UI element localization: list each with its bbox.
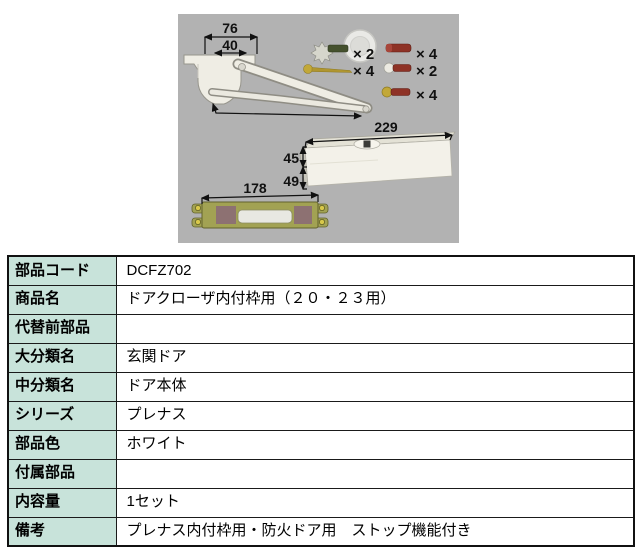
spec-value: ドアクローザ内付枠用（２０・２３用）	[115, 284, 635, 315]
spec-value: ホワイト	[115, 429, 635, 460]
dim-label-40: 40	[222, 37, 238, 53]
closer-body	[299, 131, 456, 188]
spec-label: 部品色	[7, 429, 117, 460]
long-gold-screw-icon	[303, 64, 353, 74]
spec-value: 1セット	[115, 487, 635, 518]
spec-value: ドア本体	[115, 371, 635, 402]
spec-value: プレナス内付枠用・防火ドア用 ストップ機能付き	[115, 516, 635, 547]
spec-row: シリーズプレナス	[7, 400, 635, 431]
spec-row: 部品色ホワイト	[7, 429, 635, 460]
spec-label: 備考	[7, 516, 117, 547]
dim-label-178: 178	[243, 180, 267, 196]
fastener-count: × 4	[353, 63, 375, 80]
spec-label: 内容量	[7, 487, 117, 518]
dimension-arm-bracket: 76 40	[203, 20, 259, 57]
product-photo: 76 40 × 2 × 4 × 4	[178, 14, 459, 243]
spec-row: 備考プレナス内付枠用・防火ドア用 ストップ機能付き	[7, 516, 635, 547]
dim-label-76: 76	[222, 20, 238, 36]
dimension-closer-body: 229 45 49	[283, 119, 454, 191]
spec-value: DCFZ702	[115, 255, 635, 286]
spec-row: 付属部品	[7, 458, 635, 489]
spec-value: プレナス	[115, 400, 635, 431]
spec-label: 部品コード	[7, 255, 117, 286]
fastener-count: × 2	[353, 46, 374, 63]
dim-label-229: 229	[374, 119, 398, 135]
dimension-mounting-plate: 178	[200, 180, 320, 204]
fastener-list: × 2 × 4 × 4 × 2 × 4	[303, 41, 438, 104]
spec-row: 代替前部品	[7, 313, 635, 344]
spec-label: シリーズ	[7, 400, 117, 431]
fastener-count: × 2	[416, 63, 437, 80]
door-closer-diagram: 76 40 × 2 × 4 × 4	[183, 20, 456, 229]
spec-value	[115, 458, 635, 489]
dim-label-45: 45	[283, 150, 299, 166]
fastener-count: × 4	[416, 46, 438, 63]
spec-label: 中分類名	[7, 371, 117, 402]
cap-plug	[343, 29, 377, 63]
washer-screw-dark-icon	[310, 41, 349, 65]
spec-row: 大分類名玄関ドア	[7, 342, 635, 373]
spec-value	[115, 313, 635, 344]
spec-label: 付属部品	[7, 458, 117, 489]
spec-row: 中分類名ドア本体	[7, 371, 635, 402]
spec-label: 大分類名	[7, 342, 117, 373]
closer-arm-assembly	[183, 54, 373, 120]
mounting-plate	[191, 201, 329, 229]
spec-row: 商品名ドアクローザ内付枠用（２０・２３用）	[7, 284, 635, 315]
spec-label: 商品名	[7, 284, 117, 315]
spec-label: 代替前部品	[7, 313, 117, 344]
dim-label-49: 49	[283, 173, 299, 189]
fastener-count: × 4	[416, 87, 438, 104]
spec-value: 玄関ドア	[115, 342, 635, 373]
white-head-screw-icon	[383, 62, 412, 74]
gold-head-screw-icon	[381, 86, 411, 98]
maroon-screw-icon	[385, 43, 412, 53]
